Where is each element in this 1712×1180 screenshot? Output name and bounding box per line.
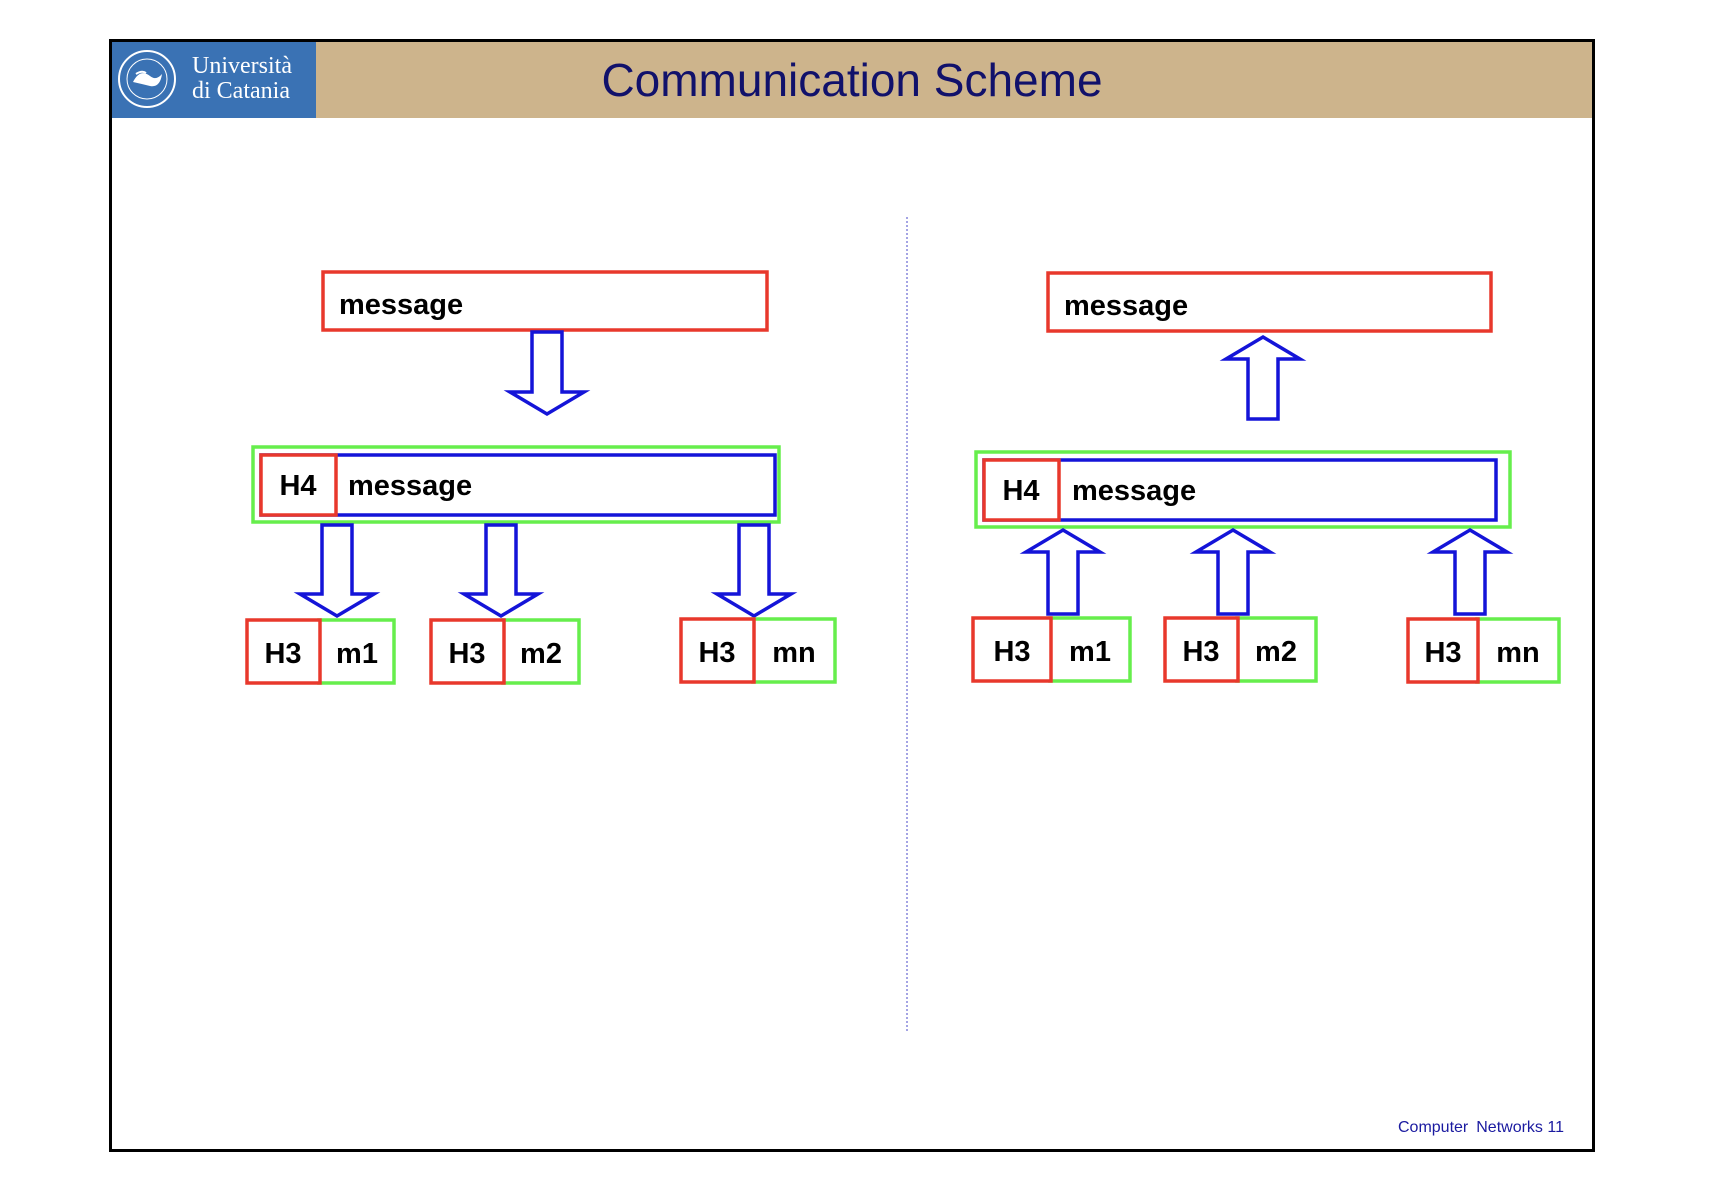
right-h4-message-box	[982, 458, 1498, 522]
left-segn-payload-label: mn	[772, 637, 816, 669]
left-segment-1: H3 m1	[245, 618, 396, 685]
slide-footer: Computer Networks 11	[1398, 1119, 1564, 1137]
left-segn-header-label: H3	[698, 637, 735, 669]
right-seg2-header-label: H3	[1182, 636, 1219, 668]
right-h4-header-box	[982, 458, 1061, 522]
left-message-label: message	[339, 289, 463, 321]
right-arrow-up-n	[1426, 527, 1514, 616]
right-segment-2: H3 m2	[1163, 616, 1318, 683]
right-seg1-header-label: H3	[993, 636, 1030, 668]
left-seg1-payload-label: m1	[336, 638, 378, 670]
right-segn-header-label: H3	[1424, 637, 1461, 669]
left-segment-n: H3 mn	[679, 617, 837, 684]
slide: Università di Catania Communication Sche…	[109, 39, 1595, 1152]
right-h4-label: H4	[1002, 475, 1039, 507]
right-seg2-payload-label: m2	[1255, 636, 1297, 668]
right-seg2-header-box	[1163, 616, 1240, 683]
left-h4-label: H4	[279, 470, 316, 502]
university-seal-icon	[118, 50, 176, 108]
left-segn-header-box	[679, 617, 756, 684]
university-logo: Università di Catania	[112, 42, 316, 118]
left-segment-2: H3 m2	[429, 618, 581, 685]
left-h4-header-box	[259, 453, 338, 517]
right-segment-1: H3 m1	[971, 616, 1132, 683]
logo-text-line1: Università	[192, 53, 292, 79]
left-h4-message-label: message	[348, 470, 472, 502]
page-number: 11	[1547, 1119, 1564, 1136]
left-seg2-header-label: H3	[448, 638, 485, 670]
left-h4-outer-box	[251, 445, 781, 524]
slide-title: Communication Scheme	[601, 54, 1103, 106]
left-arrow-down-2	[457, 523, 545, 619]
right-h4-outer-box	[974, 450, 1512, 529]
footer-course: Computer	[1398, 1119, 1469, 1136]
left-seg1-header-box	[245, 618, 322, 685]
right-message-box	[1046, 271, 1493, 333]
right-arrow-up-1	[1019, 527, 1107, 616]
right-scheme: message H4 message H3 m1 H3 m2	[971, 271, 1561, 684]
left-arrow-down-n	[710, 523, 798, 619]
right-seg1-header-box	[971, 616, 1053, 683]
footer-networks: Networks	[1476, 1119, 1543, 1136]
right-arrow-up-2	[1189, 527, 1277, 616]
left-arrow-down-1	[293, 523, 381, 619]
right-seg1-payload-label: m1	[1069, 636, 1111, 668]
left-h4-message-box	[259, 453, 777, 517]
logo-text-line2: di Catania	[192, 78, 290, 104]
slide-header: Università di Catania Communication Sche…	[112, 42, 1592, 118]
right-message-label: message	[1064, 290, 1188, 322]
left-seg2-payload-label: m2	[520, 638, 562, 670]
right-segn-payload-label: mn	[1496, 637, 1540, 669]
left-scheme: message H4 message H3 m1 H3 m2	[245, 270, 837, 685]
left-seg1-header-label: H3	[264, 638, 301, 670]
left-seg2-header-box	[429, 618, 506, 685]
left-arrow-down-main	[503, 330, 591, 417]
communication-diagram: message H4 message H3 m1 H3 m2	[245, 217, 1561, 1032]
right-segment-n: H3 mn	[1406, 617, 1561, 684]
right-arrow-up-main	[1219, 334, 1307, 421]
right-h4-message-label: message	[1072, 475, 1196, 507]
left-message-box	[321, 270, 769, 332]
right-segn-header-box	[1406, 617, 1480, 684]
